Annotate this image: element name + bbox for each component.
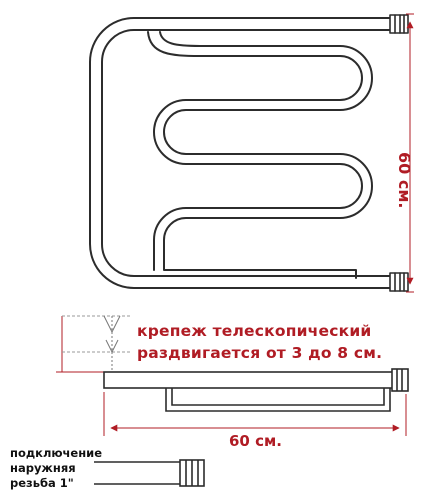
width-dimension <box>103 392 407 436</box>
top-shelf-inner <box>171 388 385 406</box>
serpentine-inner <box>159 31 373 279</box>
width-dimension-label: 60 см. <box>229 432 282 450</box>
front-view <box>89 14 409 292</box>
top-view <box>103 368 409 412</box>
top-bar <box>103 371 397 389</box>
height-dimension-label: 60 см. <box>395 152 414 209</box>
mount-note-line1: крепеж телескопический <box>137 322 372 340</box>
height-dimension <box>406 13 414 293</box>
bottom-connector <box>389 272 409 292</box>
mount-detail <box>56 315 130 373</box>
mount-note-line2: раздвигается от 3 до 8 см. <box>137 344 383 362</box>
connection-label-line3: резьба 1" <box>10 476 74 490</box>
tube-outline-inner <box>101 29 397 277</box>
serpentine-outer <box>147 31 363 271</box>
pipe-connection <box>94 459 205 487</box>
tube-outline-outer <box>89 17 397 289</box>
connection-label-line1: подключение <box>10 446 103 460</box>
top-connector <box>389 14 409 34</box>
connection-label-line2: наружняя <box>10 461 76 475</box>
top-shelf <box>165 388 391 412</box>
